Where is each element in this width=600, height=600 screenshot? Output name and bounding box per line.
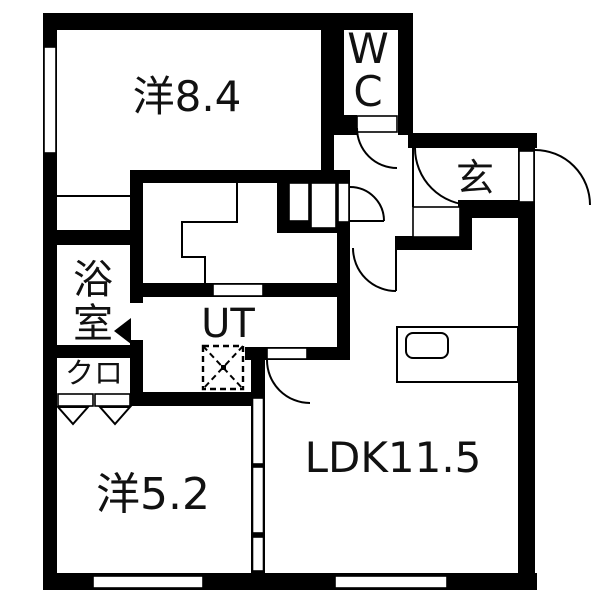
outer-wall-top <box>43 13 413 30</box>
outer-wall-left <box>43 13 57 590</box>
hall-ldk-door-arc <box>352 247 397 292</box>
entrance-bottom-connector-wall <box>458 200 472 250</box>
sliding-door-panel <box>251 536 265 572</box>
label-wc-line2: C <box>353 67 382 116</box>
label-utility: UT <box>201 301 255 347</box>
window-bottom-ldk <box>334 575 448 589</box>
label-closet: クロ <box>65 356 123 390</box>
wc-door-gap <box>356 115 398 133</box>
wc-door-arc <box>356 127 398 169</box>
closet-bifold-icons <box>55 406 133 426</box>
bathroom-door-icon <box>114 318 131 344</box>
sliding-door-panel <box>251 397 265 465</box>
entrance-step-platform <box>412 206 461 238</box>
label-bathroom-char2: 室 <box>73 301 113 347</box>
utility-sliding-opening <box>212 283 264 297</box>
label-western-room-8.4: 洋8.4 <box>133 72 242 121</box>
closet-door-panel <box>57 393 94 407</box>
storage-cell <box>288 182 310 222</box>
label-wc-line1: W <box>347 24 389 73</box>
bath-utility-divider-wall <box>130 170 143 395</box>
window-bottom-west-room <box>92 575 204 589</box>
sliding-door-panel <box>251 466 265 534</box>
hall-east-wall <box>337 233 350 360</box>
entrance-door-leaf <box>518 150 535 203</box>
entrance-top-wall <box>408 133 537 148</box>
pan-drain-dot <box>221 365 226 370</box>
label-western-room-5.2: 洋5.2 <box>96 469 210 520</box>
label-ldk: LDK11.5 <box>305 433 482 482</box>
hall-entrance-door-arc <box>414 147 473 206</box>
closet-strip-bottom-wall <box>43 230 143 245</box>
room52-ldk-sliding-door <box>251 397 265 572</box>
outer-wall-right <box>518 148 535 590</box>
utility-bottom-wall <box>130 392 253 406</box>
west-room-right-wall <box>321 13 334 183</box>
bifold-door-icon <box>55 406 91 426</box>
utility-ldk-door-gap <box>266 347 308 360</box>
label-bathroom-char1: 浴 <box>73 257 113 303</box>
bathroom-door-gap <box>130 303 143 340</box>
storage-shelf-cells <box>288 182 350 229</box>
hall-ldk-doorway-wall <box>395 236 472 250</box>
closet-door-panel <box>94 393 131 407</box>
utility-ldk-door-arc <box>266 359 311 404</box>
storage-cell <box>337 182 350 223</box>
hallway-step-line <box>181 183 238 283</box>
entrance-door-arc <box>534 149 591 206</box>
entrance-bottom-wall <box>458 200 535 218</box>
bifold-door-icon <box>97 406 133 426</box>
window-left <box>43 46 57 154</box>
label-entrance: 玄 <box>456 156 494 200</box>
storage-side-door-arc <box>349 186 385 222</box>
wc-right-wall <box>398 13 413 135</box>
storage-cell <box>310 182 337 229</box>
bathroom-bottom-wall <box>43 345 143 358</box>
kitchen-sink <box>405 332 449 359</box>
wc-bottom-wall <box>330 115 357 135</box>
washing-machine-pan <box>201 344 245 391</box>
